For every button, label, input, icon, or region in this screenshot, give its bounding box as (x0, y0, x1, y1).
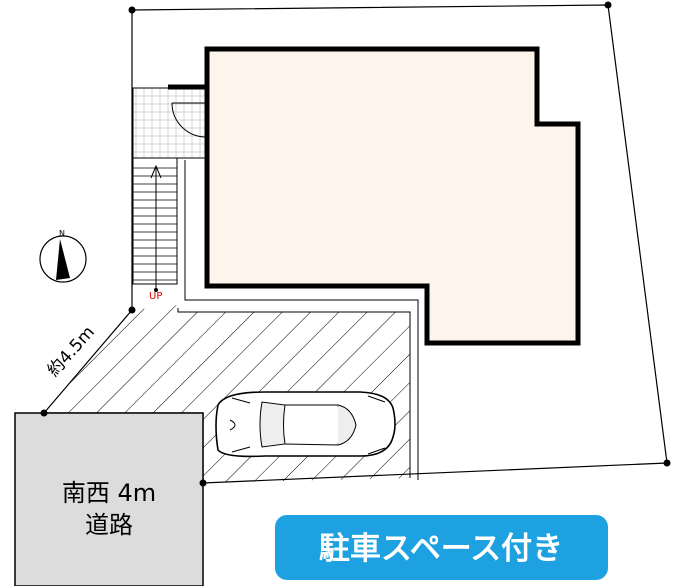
side-path-line (184, 160, 419, 480)
parking-badge (275, 515, 608, 580)
compass-north-label: N (59, 229, 65, 238)
parking-border (177, 308, 411, 478)
parking-badge-text: 駐車スペース付き (319, 531, 563, 567)
entry-door (168, 84, 207, 138)
stair-up-label: UP (149, 291, 162, 302)
car-icon (215, 391, 396, 458)
stairs (132, 157, 178, 292)
road-label-line2: 道路 (85, 511, 133, 539)
compass-icon: N (39, 229, 87, 283)
entry-porch (132, 87, 206, 159)
road-area (14, 412, 204, 586)
road-label-line1: 南西 4m (62, 479, 156, 507)
boundary-markers (40, 1, 671, 487)
building-footprint (204, 46, 581, 346)
